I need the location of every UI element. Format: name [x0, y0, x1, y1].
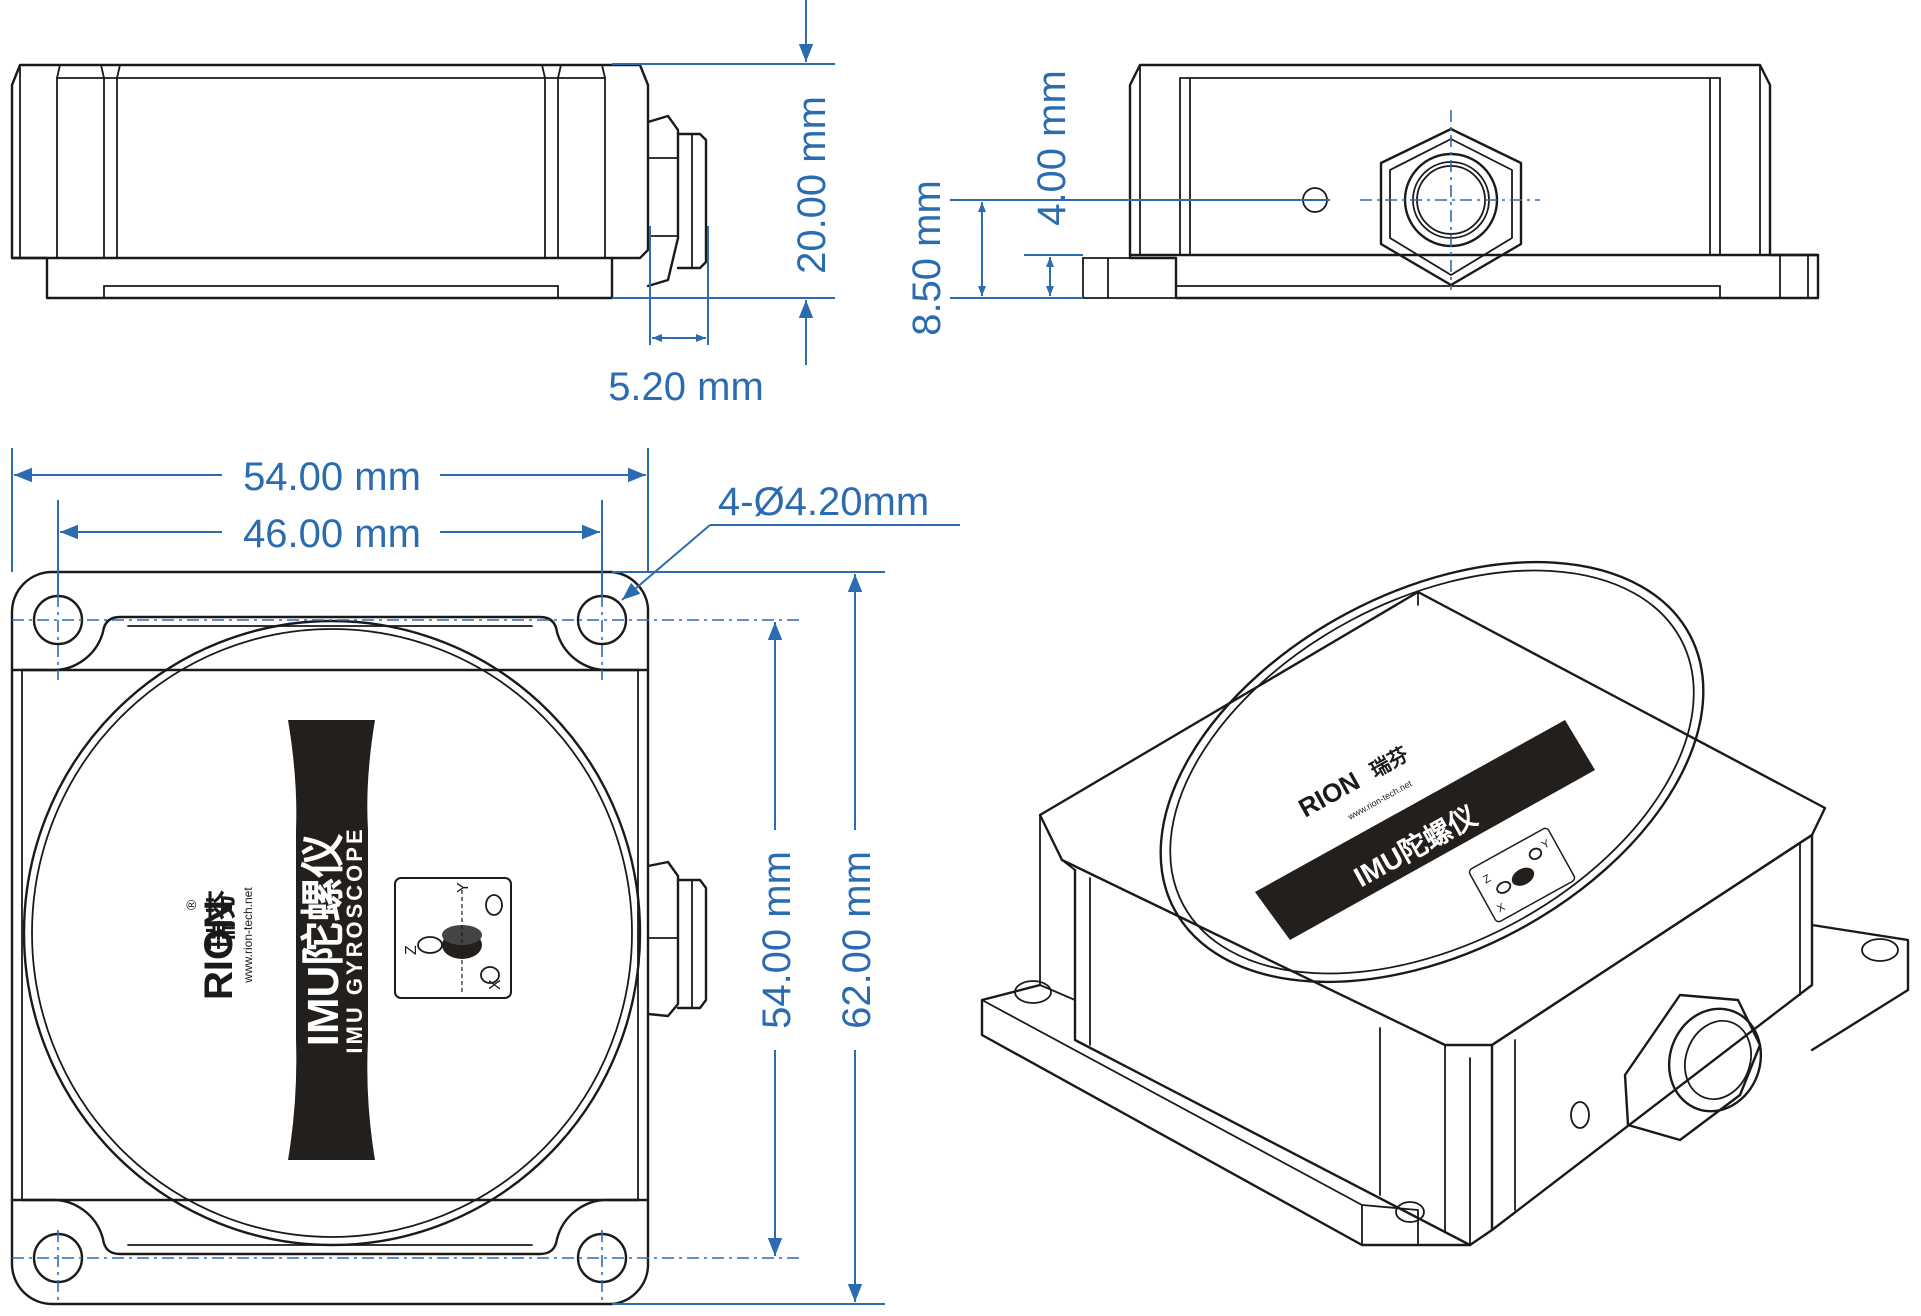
dim-5-20mm-label: 5.20 mm — [608, 365, 764, 409]
dim-20mm-label: 20.00 mm — [790, 96, 834, 274]
dim-4-00mm-label: 4.00 mm — [1030, 70, 1074, 226]
dimension-holes-leader: 4-Ø4.20mm — [621, 480, 960, 601]
label-brand-logo: RION — [197, 900, 241, 1000]
label-title-en: IMU GYROSCOPE — [342, 826, 367, 1053]
dim-46mm-label: 46.00 mm — [243, 512, 421, 556]
axis-y-label: Y — [455, 882, 472, 893]
label-registered-mark: ® — [183, 899, 199, 910]
label-brand-cn: 瑞芬 — [206, 890, 239, 950]
top-view-centerlines — [12, 595, 800, 1300]
iso-label-brand-cn: 瑞芬 — [1366, 742, 1413, 783]
top-view-label — [288, 720, 375, 1160]
dimension-hole-height: 4.00 mm — [1024, 70, 1083, 296]
axis-x-label: X — [487, 979, 504, 990]
axis-z-label: Z — [403, 945, 420, 955]
dimension-height: 20.00 mm — [612, 0, 835, 365]
dimension-hole-spacing-y: 54.00 mm — [755, 622, 799, 1256]
top-view-label-texts: IMU陀螺仪 IMU GYROSCOPE RION 瑞芬 ® www.rion-… — [183, 826, 512, 1054]
isometric-view — [980, 560, 1910, 1247]
dim-holes-label: 4-Ø4.20mm — [718, 480, 929, 524]
front-view-centerlines — [1360, 110, 1540, 290]
isometric-label — [1255, 720, 1595, 940]
axis-gyro-icon — [417, 890, 503, 995]
side-view-left — [10, 63, 708, 300]
dim-54mm-length-label: 54.00 mm — [755, 851, 799, 1029]
iso-axis-icon-box: Z Y X — [1468, 827, 1576, 923]
dim-62mm-label: 62.00 mm — [835, 851, 879, 1029]
label-title-cn: IMU陀螺仪 — [299, 834, 348, 1047]
label-website: www.rion-tech.net — [241, 887, 255, 984]
dim-8-50mm-label: 8.50 mm — [905, 180, 949, 336]
dimension-total-width: 54.00 mm — [11, 448, 649, 572]
top-view — [10, 570, 708, 1306]
dimension-gland-length: 5.20 mm — [608, 226, 764, 409]
dim-54mm-width-label: 54.00 mm — [243, 455, 421, 499]
dimension-total-length: 62.00 mm — [612, 571, 885, 1305]
dimension-hole-spacing-x: 46.00 mm — [57, 500, 603, 596]
dimension-flange-height: 8.50 mm — [905, 180, 1330, 336]
iso-axis-z-label: Z — [1481, 872, 1493, 886]
